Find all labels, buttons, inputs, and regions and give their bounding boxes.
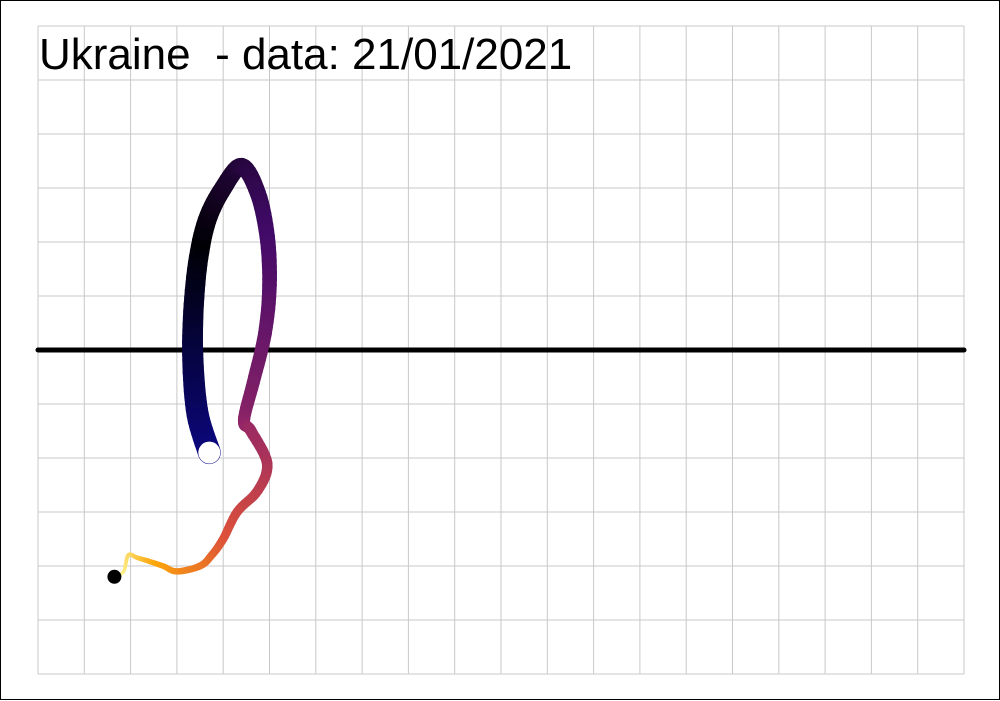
start-marker	[198, 442, 220, 464]
end-marker	[107, 570, 121, 584]
trajectory-series	[114, 166, 269, 576]
chart-title: Ukraine - data: 21/01/2021	[39, 29, 572, 82]
